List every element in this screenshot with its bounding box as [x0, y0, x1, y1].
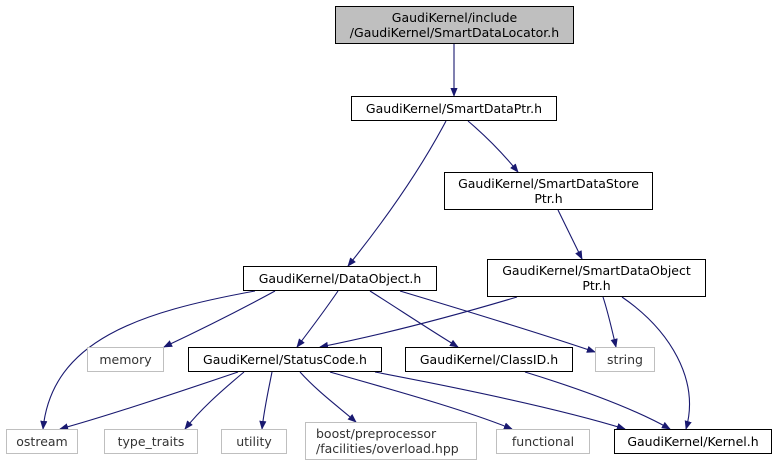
node-label: GaudiKernel/ClassID.h: [419, 352, 559, 367]
node-kernel[interactable]: GaudiKernel/Kernel.h: [614, 429, 772, 454]
edge-statuscode-functional: [329, 371, 513, 430]
node-label: ostream: [16, 434, 68, 449]
edge-smartdataobjectptr-kernel: [621, 296, 692, 430]
edge-statuscode-kernel: [374, 371, 626, 431]
node-label: GaudiKernel/StatusCode.h: [203, 352, 367, 367]
node-smartdataptr[interactable]: GaudiKernel/SmartDataPtr.h: [351, 96, 557, 121]
node-label: /GaudiKernel/SmartDataLocator.h: [349, 25, 560, 40]
node-boost-overload: boost/preprocessor/facilities/overload.h…: [305, 422, 477, 460]
node-smartdatalocator[interactable]: GaudiKernel/include/GaudiKernel/SmartDat…: [335, 6, 574, 44]
node-label: functional: [511, 434, 575, 449]
node-label: GaudiKernel/SmartDataPtr.h: [365, 101, 543, 116]
node-label: GaudiKernel/DataObject.h: [258, 271, 422, 286]
edge-statuscode-overload: [299, 371, 357, 423]
edge-statuscode-ostream: [59, 371, 239, 431]
node-ostream: ostream: [6, 429, 78, 454]
node-label: GaudiKernel/include: [391, 10, 518, 25]
edge-smartdatastoreptr-smartdataobjectptr: [557, 209, 583, 260]
node-classid[interactable]: GaudiKernel/ClassID.h: [405, 347, 573, 372]
node-label: GaudiKernel/Kernel.h: [627, 434, 759, 449]
edge-dataobject-string: [399, 290, 596, 353]
edge-smartdataptr-dataobject: [347, 120, 447, 267]
edge-dataobject-ostream: [40, 290, 256, 430]
node-type-traits: type_traits: [104, 429, 198, 454]
edge-dataobject-classid: [369, 290, 459, 348]
node-label: GaudiKernel/SmartDataObject: [502, 263, 691, 278]
node-label: memory: [99, 352, 152, 367]
node-string: string: [595, 347, 655, 372]
node-label: string: [607, 352, 643, 367]
node-dataobject[interactable]: GaudiKernel/DataObject.h: [243, 266, 437, 291]
node-label: utility: [236, 434, 272, 449]
edge-smartdataobjectptr-statuscode: [319, 296, 518, 349]
node-label: boost/preprocessor: [316, 426, 437, 441]
node-label: type_traits: [117, 434, 185, 449]
edge-statuscode-utility: [259, 371, 273, 430]
edge-classid-kernel: [524, 371, 671, 430]
edge-smartdataobjectptr-string: [602, 296, 618, 348]
node-utility: utility: [221, 429, 287, 454]
edge-smartdataptr-smartdatastoreptr: [467, 120, 519, 173]
node-label: GaudiKernel/SmartDataStore: [458, 176, 639, 191]
edge-statuscode-type-traits: [184, 371, 245, 430]
node-functional: functional: [496, 429, 590, 454]
node-label: Ptr.h: [534, 191, 563, 206]
node-statuscode[interactable]: GaudiKernel/StatusCode.h: [188, 347, 382, 372]
node-label: Ptr.h: [582, 278, 611, 293]
edge-dataobject-memory: [163, 290, 276, 348]
edge-dataobject-statuscode: [296, 290, 339, 348]
node-label: /facilities/overload.hpp: [316, 441, 459, 456]
node-memory: memory: [87, 347, 164, 372]
